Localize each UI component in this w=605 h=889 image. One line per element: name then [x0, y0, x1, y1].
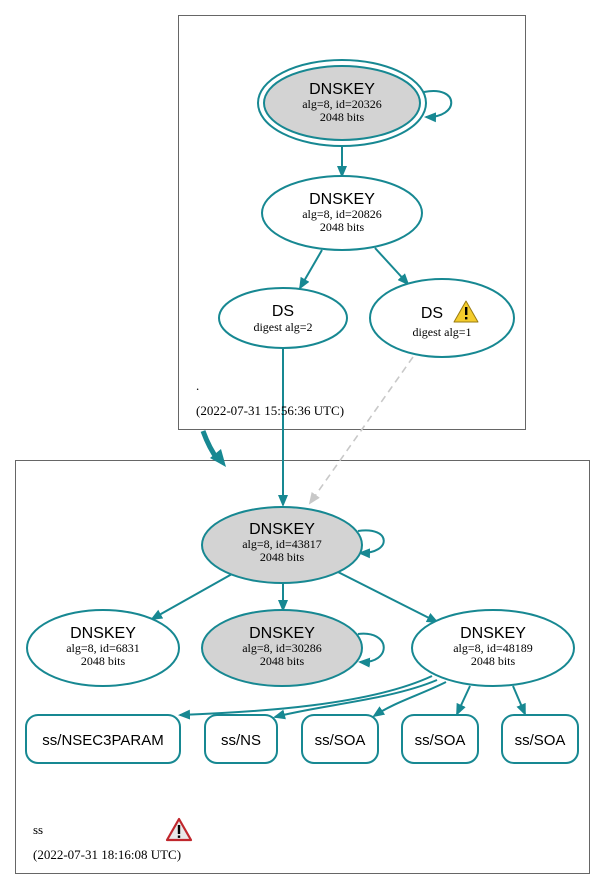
- node-algorithm: alg=8, id=48189: [453, 641, 533, 655]
- node-title: DNSKEY: [309, 191, 375, 208]
- dnskey-node[interactable]: DNSKEY alg=8, id=30286 2048 bits: [201, 609, 363, 687]
- ss-zone-box: [15, 460, 590, 874]
- zone-name: ss: [33, 822, 43, 837]
- rrset-node[interactable]: ss/SOA: [301, 714, 379, 764]
- edge-48189-to-nsec3param: [178, 675, 433, 720]
- node-algorithm: alg=8, id=6831: [66, 641, 140, 655]
- rrset-node[interactable]: ss/SOA: [501, 714, 579, 764]
- edge-ds1-to-ss-ksk-insecure: [308, 356, 414, 505]
- edge-48189-to-soa-1: [372, 681, 447, 718]
- node-key-size: 2048 bits: [81, 654, 126, 668]
- node-key-size: 2048 bits: [320, 220, 365, 234]
- edge-ss-ksk-to-48189: [337, 571, 439, 623]
- zone-timestamp: (2022-07-31 18:16:08 UTC): [33, 847, 181, 862]
- ds-node[interactable]: DS digest alg=2: [218, 287, 348, 349]
- node-algorithm: alg=8, id=20826: [302, 207, 382, 221]
- dnskey-node[interactable]: DNSKEY alg=8, id=20326 2048 bits: [257, 59, 427, 147]
- rrset-label: ss/NS: [221, 732, 261, 749]
- node-digest: digest alg=2: [253, 320, 312, 334]
- edge-48189-to-soa-2: [456, 685, 471, 716]
- node-key-size: 2048 bits: [320, 110, 365, 124]
- zone-timestamp: (2022-07-31 15:56:36 UTC): [196, 403, 344, 418]
- zone-name: .: [196, 378, 199, 393]
- dnskey-node[interactable]: DNSKEY alg=8, id=48189 2048 bits: [411, 609, 575, 687]
- rrset-label: ss/SOA: [315, 732, 366, 749]
- node-title: DS: [272, 303, 294, 320]
- node-algorithm: alg=8, id=43817: [242, 537, 322, 551]
- warning-icon: [453, 300, 479, 323]
- edge-30286-self: [357, 632, 385, 668]
- ds-node[interactable]: DS digest alg=1: [369, 278, 515, 358]
- node-title: DNSKEY: [70, 625, 136, 642]
- node-title: DS: [421, 305, 443, 322]
- edge-48189-to-ns: [273, 679, 438, 720]
- node-algorithm: alg=8, id=20326: [302, 97, 382, 111]
- edge-zsk-to-ds2: [298, 249, 323, 290]
- node-title: DNSKEY: [249, 521, 315, 538]
- node-title: DNSKEY: [309, 81, 375, 98]
- dnskey-node[interactable]: DNSKEY alg=8, id=43817 2048 bits: [201, 506, 363, 584]
- node-title: DNSKEY: [460, 625, 526, 642]
- edge-root-ksk-self: [423, 90, 453, 123]
- rrset-label: ss/SOA: [415, 732, 466, 749]
- node-title: DNSKEY: [249, 625, 315, 642]
- node-algorithm: alg=8, id=30286: [242, 641, 322, 655]
- node-key-size: 2048 bits: [471, 654, 516, 668]
- node-key-size: 2048 bits: [260, 550, 305, 564]
- node-digest: digest alg=1: [412, 325, 471, 339]
- edge-ss-ksk-self: [357, 529, 385, 559]
- rrset-node[interactable]: ss/NS: [204, 714, 278, 764]
- dnskey-node[interactable]: DNSKEY alg=8, id=20826 2048 bits: [261, 175, 423, 251]
- delegation-arrowhead: [210, 449, 226, 467]
- rrset-label: ss/SOA: [515, 732, 566, 749]
- rrset-node[interactable]: ss/SOA: [401, 714, 479, 764]
- root-zone-box: [178, 15, 526, 430]
- dnskey-node[interactable]: DNSKEY alg=8, id=6831 2048 bits: [26, 609, 180, 687]
- node-key-size: 2048 bits: [260, 654, 305, 668]
- edge-zsk-to-ds1: [374, 247, 410, 286]
- error-icon: [165, 817, 193, 842]
- rrset-label: ss/NSEC3PARAM: [42, 732, 163, 749]
- edge-ss-ksk-to-6831: [150, 573, 233, 620]
- rrset-node[interactable]: ss/NSEC3PARAM: [25, 714, 181, 764]
- edge-48189-to-soa-3: [512, 685, 526, 716]
